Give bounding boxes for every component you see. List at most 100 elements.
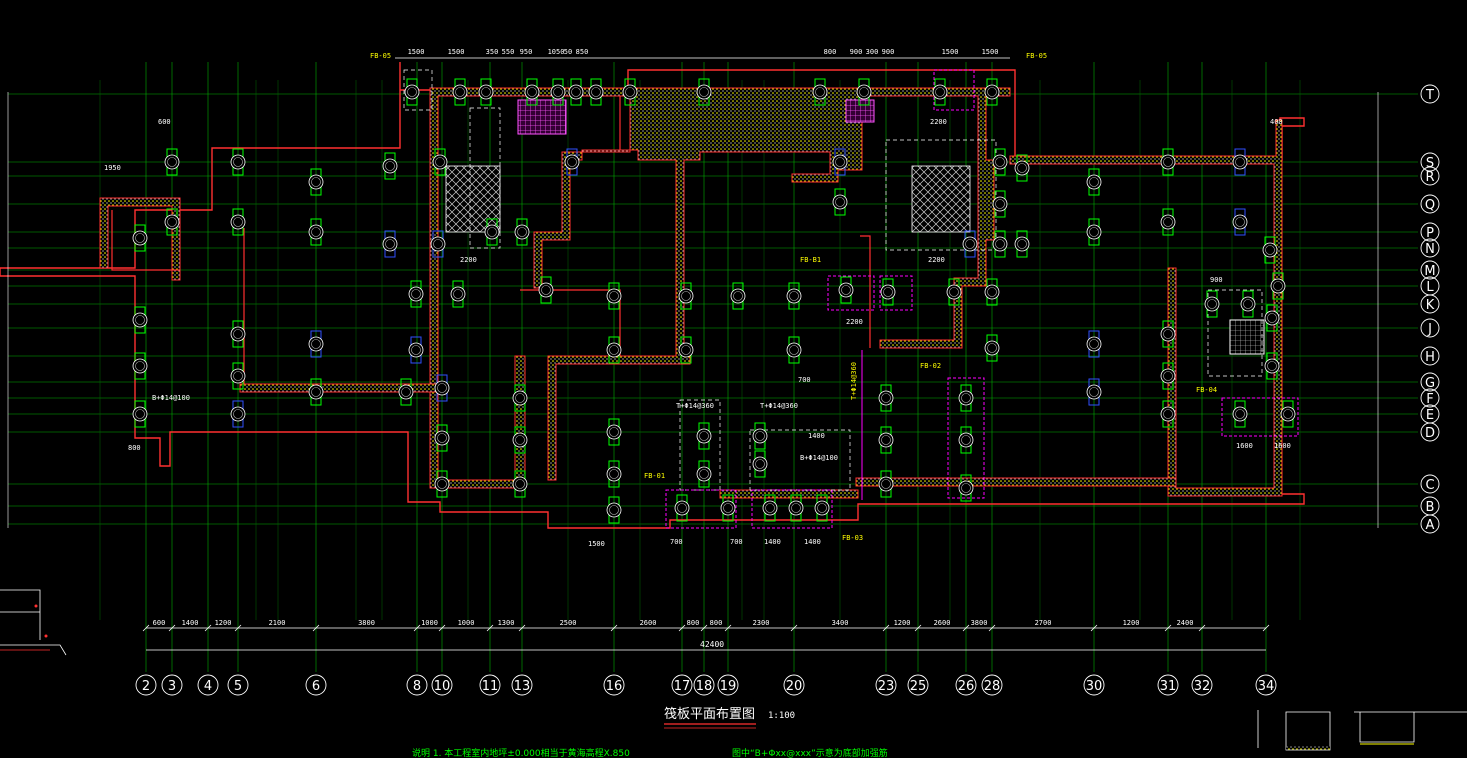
top-dim-8: 800 bbox=[824, 48, 837, 56]
note-right: 图中“B+Φxx@xxx”示意为底部加强筋 bbox=[732, 747, 888, 758]
col-axis-3: 3 bbox=[161, 674, 183, 696]
dim-1500: 1500 bbox=[588, 540, 605, 548]
label-fb04: FB-04 bbox=[1196, 386, 1217, 394]
row-axis-S: S bbox=[1420, 152, 1440, 172]
column-96 bbox=[564, 148, 580, 176]
column-43 bbox=[606, 460, 622, 488]
column-79 bbox=[1086, 330, 1102, 358]
top-dim-13: 1500 bbox=[982, 48, 999, 56]
column-0 bbox=[164, 148, 180, 176]
column-7 bbox=[404, 78, 420, 106]
svg-text:13: 13 bbox=[514, 679, 531, 694]
column-59 bbox=[958, 474, 974, 502]
column-62 bbox=[946, 278, 962, 306]
col-axis-17: 17 bbox=[671, 674, 693, 696]
svg-text:E: E bbox=[1426, 408, 1434, 423]
hatched-wall-right-wing bbox=[1009, 119, 1283, 497]
bottom-dim-13: 3400 bbox=[832, 619, 849, 627]
pit-white-right bbox=[1229, 319, 1265, 355]
raft-walls bbox=[0, 62, 1305, 529]
column-55 bbox=[878, 426, 894, 454]
svg-text:19: 19 bbox=[720, 679, 737, 694]
axis-grid-lines bbox=[8, 62, 1418, 672]
col-axis-13: 13 bbox=[511, 674, 533, 696]
bottom-dim-7: 1300 bbox=[498, 619, 515, 627]
svg-text:32: 32 bbox=[1194, 679, 1211, 694]
column-81 bbox=[1160, 148, 1176, 176]
top-dim-5: 1050 bbox=[548, 48, 565, 56]
column-3 bbox=[382, 152, 398, 180]
top-dim-12: 1500 bbox=[942, 48, 959, 56]
svg-text:11: 11 bbox=[482, 679, 499, 694]
svg-text:D: D bbox=[1425, 426, 1435, 441]
top-dim-1: 1500 bbox=[448, 48, 465, 56]
inner-partition-2 bbox=[860, 235, 871, 348]
col-axis-20: 20 bbox=[783, 674, 805, 696]
drawing-scale: 1:100 bbox=[768, 711, 795, 721]
column-47 bbox=[696, 460, 712, 488]
dim-1600-1: 1600 bbox=[1236, 442, 1253, 450]
bottom-dim-17: 2700 bbox=[1035, 619, 1052, 627]
column-45 bbox=[674, 494, 690, 522]
row-axis-M: M bbox=[1420, 260, 1440, 280]
svg-text:5: 5 bbox=[234, 679, 242, 694]
row-axis-B: B bbox=[1420, 496, 1440, 516]
column-50 bbox=[788, 494, 804, 522]
column-76 bbox=[1014, 154, 1030, 182]
column-12 bbox=[430, 230, 446, 258]
svg-text:25: 25 bbox=[910, 679, 927, 694]
col-axis-25: 25 bbox=[907, 674, 929, 696]
column-13 bbox=[484, 218, 500, 246]
svg-text:17: 17 bbox=[674, 679, 691, 694]
column-6 bbox=[452, 78, 468, 106]
column-87 bbox=[1160, 400, 1176, 428]
column-58 bbox=[958, 426, 974, 454]
column-78 bbox=[1086, 218, 1102, 246]
column-66 bbox=[832, 148, 848, 176]
bottom-dim-10: 800 bbox=[687, 619, 700, 627]
column-29 bbox=[434, 424, 450, 452]
col-axis-28: 28 bbox=[981, 674, 1003, 696]
column-75 bbox=[1014, 230, 1030, 258]
bottom-dim-12: 2300 bbox=[753, 619, 770, 627]
column-24 bbox=[398, 378, 414, 406]
detail-left bbox=[0, 589, 67, 656]
bottom-dim-3: 2100 bbox=[269, 619, 286, 627]
row-axis-C: C bbox=[1420, 474, 1440, 494]
column-101 bbox=[696, 78, 712, 106]
column-100 bbox=[524, 78, 540, 106]
row-axis-K: K bbox=[1420, 294, 1440, 314]
dim-2200-left: 2200 bbox=[460, 256, 477, 264]
pit-pink-left bbox=[517, 99, 567, 135]
dim-1400-3: 1400 bbox=[808, 432, 825, 440]
label-fb05-left: FB-05 bbox=[370, 52, 391, 60]
label-fb03: FB-03 bbox=[842, 534, 863, 542]
row-axis-T: T bbox=[1420, 84, 1440, 104]
note-left: 说明 1. 本工程室内地坪±0.000相当于黄海高程X.850 bbox=[412, 747, 630, 758]
column-28 bbox=[450, 280, 466, 308]
column-26 bbox=[434, 374, 450, 402]
col-axis-31: 31 bbox=[1157, 674, 1179, 696]
column-82 bbox=[1232, 148, 1248, 176]
bottom-dim-2: 1200 bbox=[215, 619, 232, 627]
column-73 bbox=[962, 230, 978, 258]
row-axis-H: H bbox=[1420, 346, 1440, 366]
label-reinf-3: T+Φ14@360 bbox=[760, 402, 798, 410]
column-63 bbox=[880, 278, 896, 306]
bottom-dim-19: 2400 bbox=[1177, 619, 1194, 627]
column-49 bbox=[762, 494, 778, 522]
row-axis-L: L bbox=[1420, 276, 1440, 296]
pit-pink-right bbox=[845, 99, 875, 123]
dim-2200-mid: 2200 bbox=[846, 318, 863, 326]
hatched-wall-left-wing bbox=[99, 197, 441, 393]
top-dim-3: 550 bbox=[502, 48, 515, 56]
col-axis-23: 23 bbox=[875, 674, 897, 696]
col-axis-4: 4 bbox=[197, 674, 219, 696]
row-axis-E: E bbox=[1420, 404, 1440, 424]
column-57 bbox=[958, 384, 974, 412]
label-fbb1: FB-B1 bbox=[800, 256, 821, 264]
column-23 bbox=[308, 378, 324, 406]
bottom-dim-9: 2600 bbox=[640, 619, 657, 627]
